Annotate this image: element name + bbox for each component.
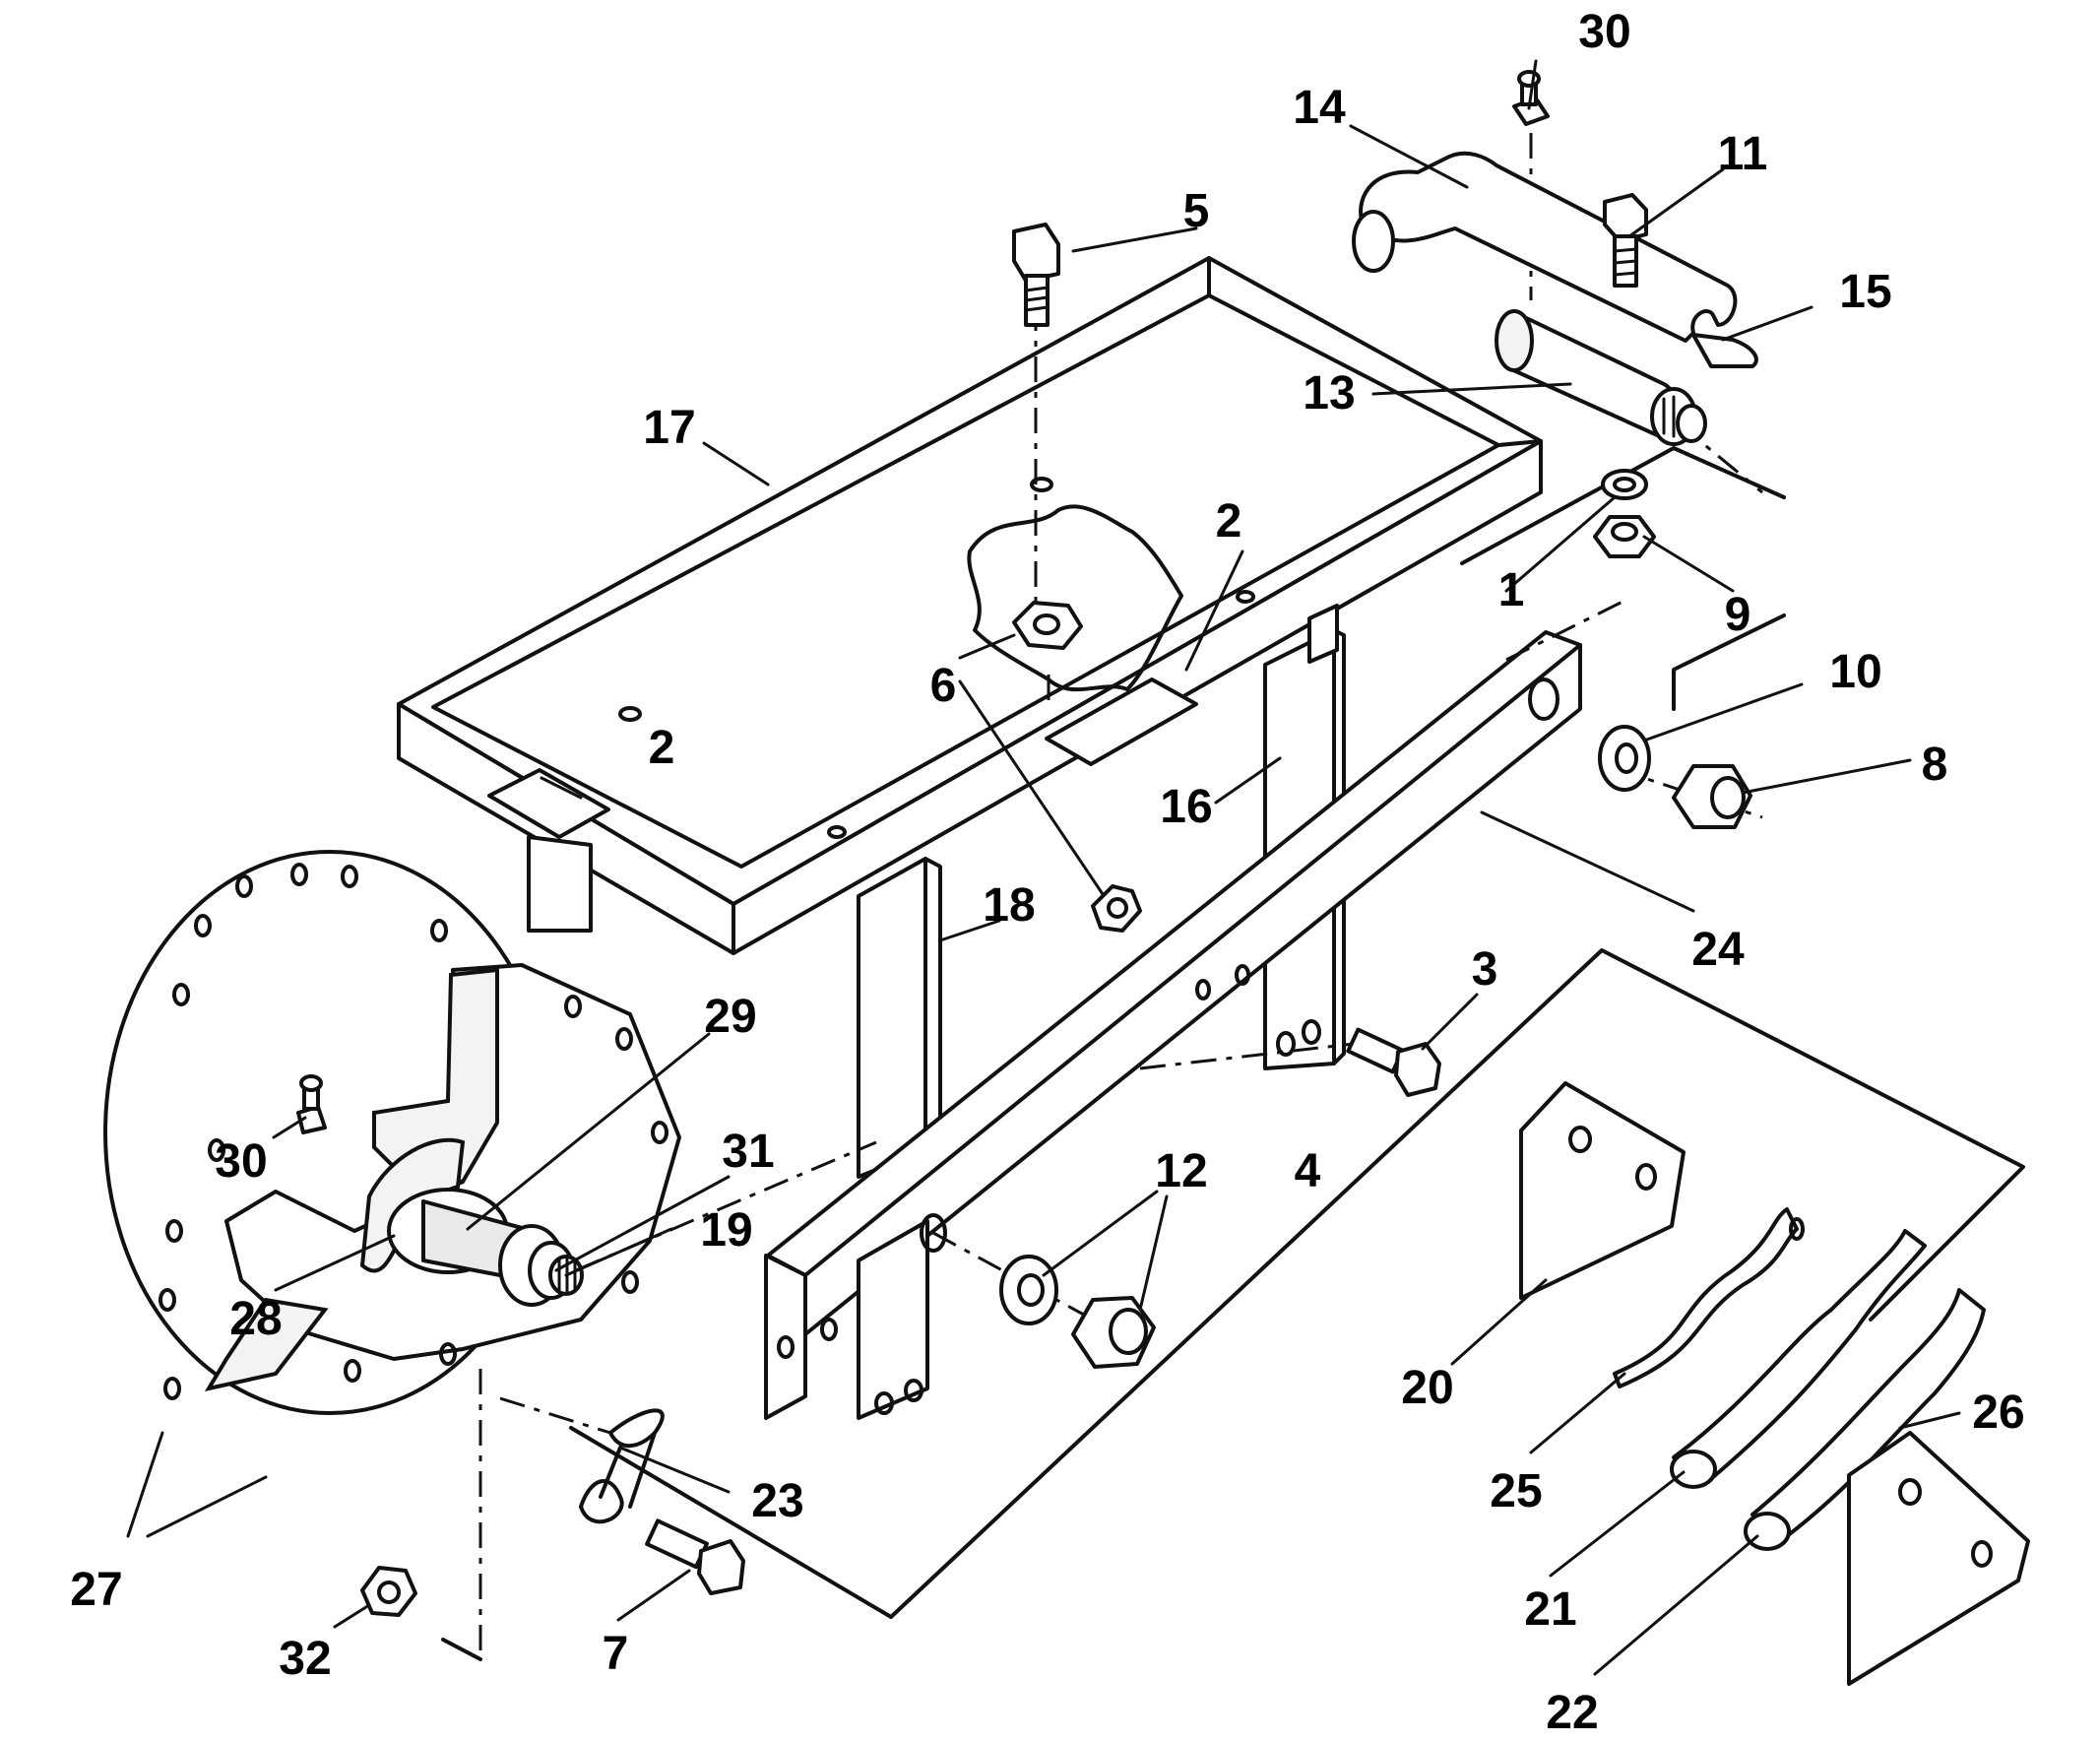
leader-lines	[126, 59, 1961, 1676]
callout-30-top: 30	[1578, 6, 1630, 58]
callout-16: 16	[1160, 781, 1212, 833]
callout-15: 15	[1839, 266, 1891, 318]
callout-21: 21	[1524, 1583, 1576, 1636]
callout-22: 22	[1546, 1687, 1598, 1739]
callout-1: 1	[1498, 564, 1525, 616]
callout-32: 32	[279, 1633, 331, 1685]
callout-2-left: 2	[649, 722, 675, 774]
callout-14: 14	[1293, 82, 1346, 134]
callout-6: 6	[930, 660, 957, 712]
nut-frame	[1091, 884, 1142, 933]
callout-20: 20	[1401, 1362, 1453, 1414]
lock-washer-10	[1598, 725, 1651, 792]
blade-kit-outline	[889, 948, 2025, 1619]
callout-12: 12	[1155, 1145, 1207, 1197]
assembly-centerlines	[441, 133, 1786, 1661]
guard-21	[1670, 1229, 1927, 1489]
callout-9: 9	[1725, 589, 1751, 641]
bolt-3	[1346, 1027, 1441, 1097]
crossbar-24	[764, 630, 1582, 1420]
callout-4: 4	[1295, 1145, 1321, 1197]
disc-wheel-assembly	[103, 850, 681, 1415]
support-legs	[527, 604, 1346, 1179]
callout-31: 31	[722, 1126, 774, 1178]
nut-32	[360, 1566, 417, 1617]
callout-7: 7	[603, 1628, 629, 1680]
tray-assembly	[397, 256, 1543, 955]
callout-30-disc: 30	[215, 1135, 267, 1188]
callout-2-right: 2	[1216, 495, 1242, 548]
callout-8: 8	[1922, 739, 1948, 791]
callout-23: 23	[751, 1475, 803, 1527]
bolt-5	[1012, 223, 1060, 327]
callout-18: 18	[983, 879, 1035, 932]
washer-1	[1601, 469, 1648, 500]
callout-19: 19	[700, 1204, 752, 1257]
callout-5: 5	[1183, 185, 1210, 237]
callout-13: 13	[1303, 367, 1355, 419]
callout-29: 29	[704, 991, 756, 1043]
clip-23	[579, 1408, 665, 1524]
callout-10: 10	[1829, 646, 1881, 698]
callout-24: 24	[1691, 924, 1745, 976]
nut-8	[1672, 764, 1752, 829]
callout-28: 28	[229, 1293, 282, 1345]
bolt-7	[645, 1518, 745, 1595]
rod-25	[1613, 1207, 1805, 1388]
bolt-11	[1603, 193, 1648, 288]
grease-fitting-disc	[296, 1074, 327, 1134]
disc-holes	[159, 863, 448, 1400]
callout-27: 27	[70, 1564, 122, 1616]
callout-17: 17	[643, 402, 695, 454]
callout-26: 26	[1972, 1387, 2024, 1439]
blade-20	[1519, 1081, 1686, 1300]
lock-washer-12	[999, 1255, 1058, 1325]
callout-labels: 30 14 11 15 13 5 17 2 1 9 10 8 6 2 16 18…	[70, 6, 2024, 1739]
pivot-assembly	[1352, 151, 1758, 446]
callout-25: 25	[1490, 1465, 1542, 1517]
blade-26	[1847, 1431, 2030, 1686]
callout-3: 3	[1472, 943, 1498, 996]
nut-6	[1012, 601, 1083, 650]
nut-4	[1071, 1296, 1156, 1369]
callout-11: 11	[1718, 128, 1768, 180]
nut-9	[1593, 515, 1656, 558]
